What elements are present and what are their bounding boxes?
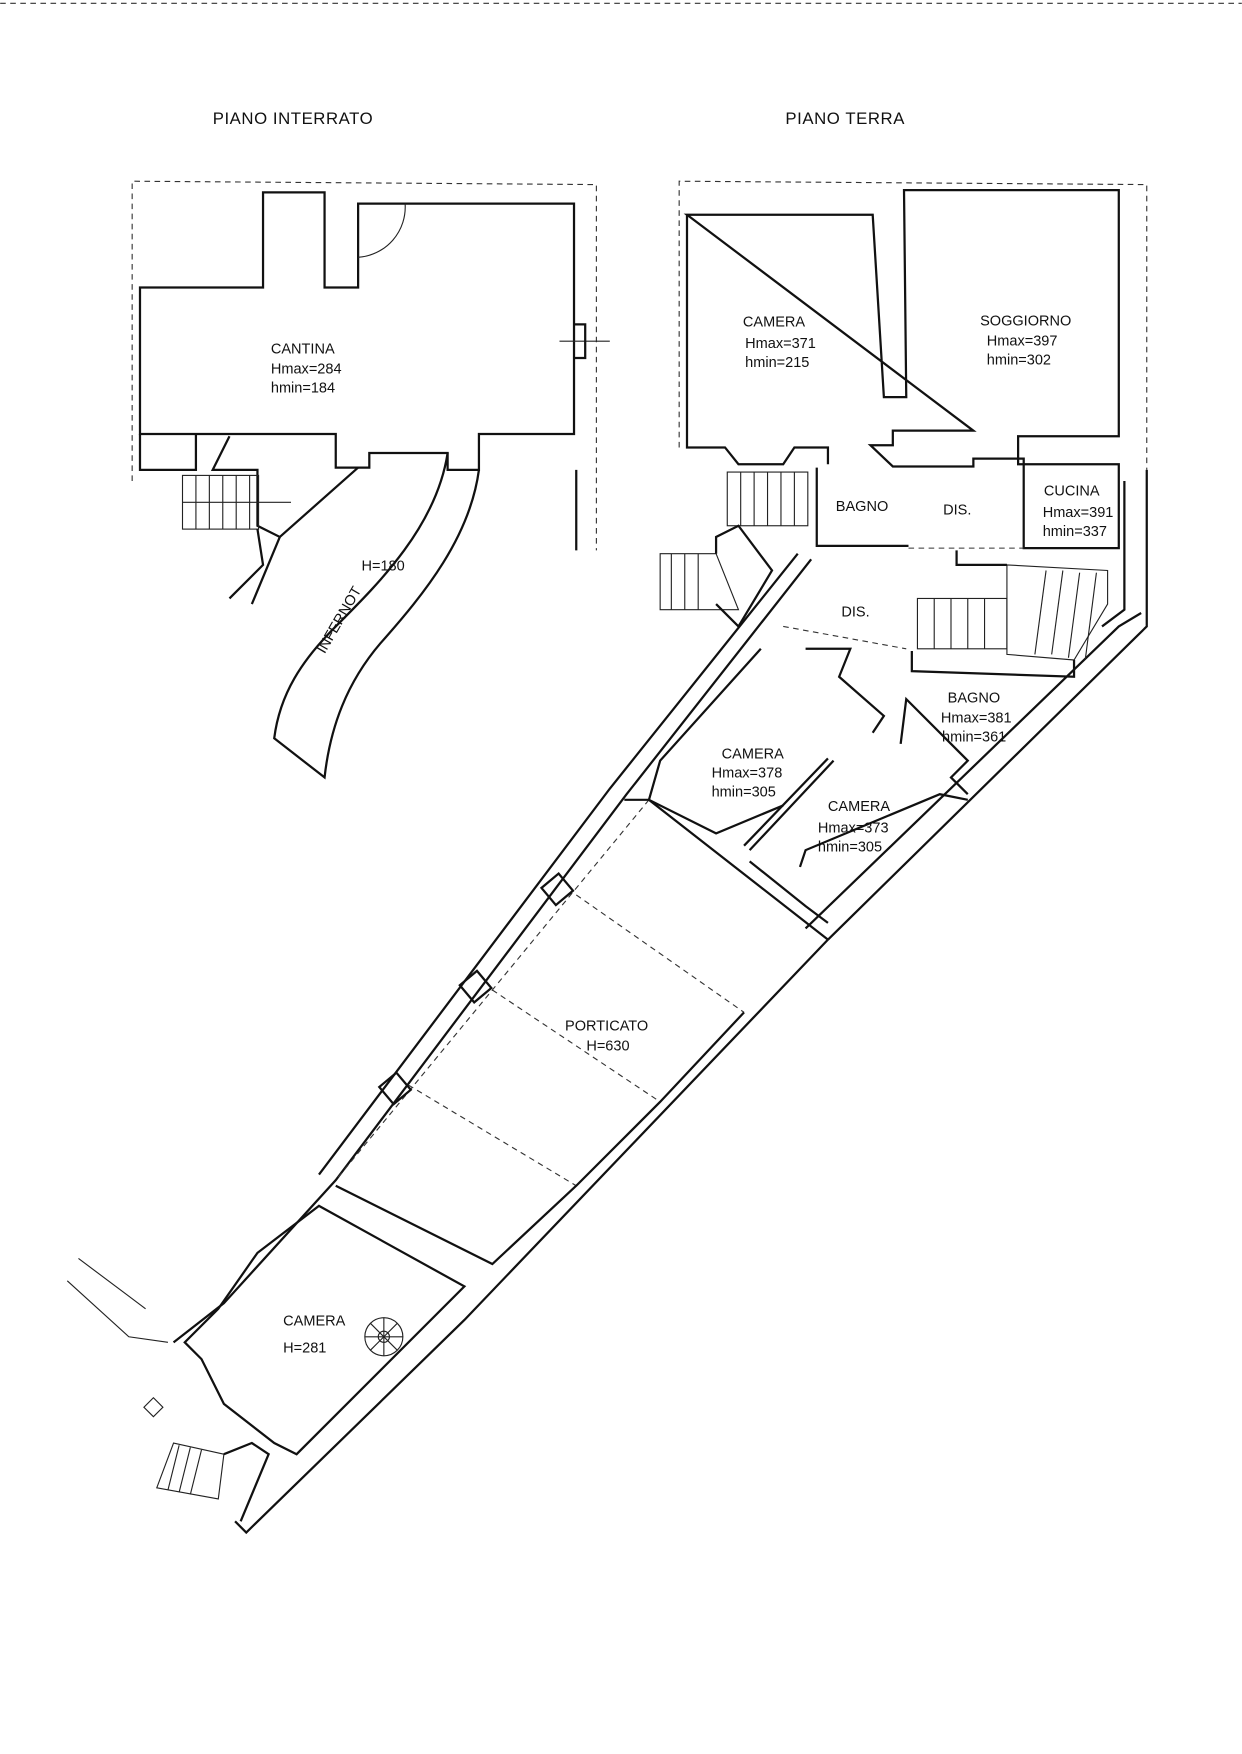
dis2-label: DIS. — [841, 604, 869, 620]
cantina-hmax: Hmax=284 — [271, 362, 342, 378]
camera1-hmin: hmin=215 — [745, 355, 809, 371]
bagno2-hmax: Hmax=381 — [941, 711, 1012, 727]
bagno2-label: BAGNO — [948, 690, 1000, 706]
camera4-label: CAMERA — [283, 1314, 345, 1330]
soggiorno-label: SOGGIORNO — [980, 314, 1071, 330]
camera2-hmin: hmin=305 — [712, 784, 776, 800]
camera3-hmax: Hmax=373 — [818, 820, 889, 836]
camera3-hmin: hmin=305 — [818, 839, 882, 855]
camera1-hmax: Hmax=371 — [745, 336, 816, 352]
porticato-height: H=630 — [586, 1038, 629, 1054]
ground-plan — [66, 180, 1148, 1535]
cantina-label: CANTINA — [271, 341, 335, 357]
soggiorno-hmax: Hmax=397 — [987, 334, 1058, 350]
camera2-label: CAMERA — [722, 746, 784, 762]
camera1-label: CAMERA — [743, 315, 805, 331]
camera3-label: CAMERA — [828, 799, 890, 815]
basement-plan — [131, 180, 610, 780]
title-piano-terra: PIANO TERRA — [785, 109, 905, 128]
dis1-label: DIS. — [943, 503, 971, 519]
infernot-height: H=180 — [361, 558, 404, 574]
bagno2-hmin: hmin=361 — [942, 730, 1006, 746]
cantina-hmin: hmin=184 — [271, 381, 335, 397]
bagno1-label: BAGNO — [836, 499, 888, 515]
soggiorno-hmin: hmin=302 — [987, 353, 1051, 369]
infernot-label: INFERNOT — [314, 584, 365, 656]
camera4-height: H=281 — [283, 1340, 326, 1356]
cucina-hmin: hmin=337 — [1043, 524, 1107, 540]
cucina-hmax: Hmax=391 — [1043, 505, 1114, 521]
camera2-hmax: Hmax=378 — [712, 765, 783, 781]
porticato-label: PORTICATO — [565, 1018, 648, 1034]
cucina-label: CUCINA — [1044, 484, 1100, 500]
title-piano-interrato: PIANO INTERRATO — [213, 109, 374, 128]
